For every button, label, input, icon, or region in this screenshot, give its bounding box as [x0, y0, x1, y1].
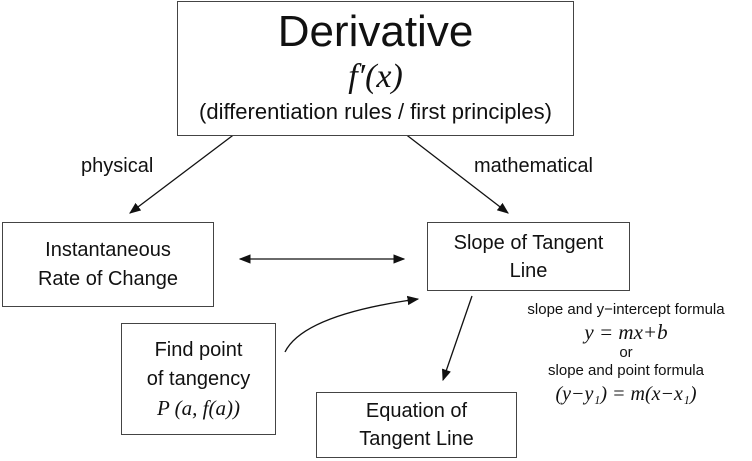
derivative-notation: f′(x) — [348, 58, 403, 95]
instantaneous-line2: Rate of Change — [37, 267, 179, 290]
formulas-block: slope and y−intercept formula y = mx+b o… — [500, 300, 752, 407]
slope-line1: Slope of Tangent — [453, 231, 604, 254]
slope-intercept-label: slope and y−intercept formula — [527, 301, 725, 318]
point-line2: of tangency — [146, 367, 251, 390]
equation-line1: Equation of — [365, 400, 468, 422]
slope-line2: Line — [509, 259, 548, 282]
point-slope-formula: (y−y₁) = m(x−x₁) — [555, 383, 697, 405]
derivative-box: Derivative f′(x) (differentiation rules … — [177, 1, 574, 136]
edge-label-physical: physical — [81, 155, 154, 177]
arrow-point-to-slope — [284, 295, 420, 353]
point-formula: P (a, f(a)) — [156, 395, 240, 420]
point-of-tangency-box: Find point of tangency P (a, f(a)) — [121, 323, 276, 435]
equation-line2: Tangent Line — [359, 428, 474, 450]
arrow-to-slope — [403, 132, 509, 214]
slope-intercept-formula: y = mx+b — [584, 320, 668, 344]
arrow-to-instantaneous — [129, 132, 237, 214]
point-line1: Find point — [154, 338, 243, 361]
point-slope-label: slope and point formula — [548, 362, 704, 379]
equation-tangent-box: Equation of Tangent Line — [316, 392, 517, 458]
derivative-title: Derivative — [277, 7, 474, 56]
edge-label-mathematical: mathematical — [474, 155, 593, 177]
arrow-slope-to-equation — [442, 295, 473, 382]
derivative-subtitle: (differentiation rules / first principle… — [199, 99, 552, 124]
instantaneous-rate-box: Instantaneous Rate of Change — [2, 222, 214, 307]
or-label: or — [619, 344, 633, 361]
instantaneous-line1: Instantaneous — [45, 238, 171, 261]
slope-tangent-box: Slope of Tangent Line — [427, 222, 630, 291]
